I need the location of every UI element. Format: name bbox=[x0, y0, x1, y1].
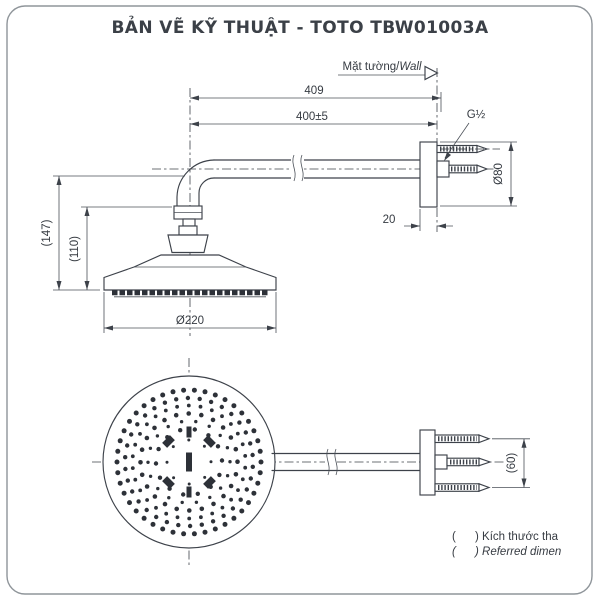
dim-60-text: (60) bbox=[506, 453, 518, 474]
wall-label-en: Wall bbox=[399, 61, 422, 73]
arrow-icon bbox=[521, 438, 527, 448]
arm-break-symbol bbox=[292, 154, 304, 182]
head-dome bbox=[103, 254, 277, 291]
arrow-icon bbox=[190, 121, 199, 127]
arrow-icon bbox=[56, 176, 62, 185]
arrow-icon bbox=[521, 478, 527, 488]
footer-notes: ( ) Kích thước tha ( ) Referred dimen bbox=[452, 531, 561, 558]
ext-147 bbox=[53, 175, 185, 291]
arm-tube bbox=[213, 159, 421, 179]
collar-notch bbox=[182, 218, 196, 227]
arrow-icon bbox=[104, 325, 113, 331]
arm-plan bbox=[271, 452, 421, 472]
page-title: BẢN VẼ KỸ THUẬT - TOTO TBW01003A bbox=[111, 15, 489, 38]
arm-plan-break-symbol bbox=[326, 448, 338, 476]
ball-joint-bell bbox=[167, 234, 209, 254]
screw-mid-tip bbox=[476, 164, 489, 174]
dim-d80-text: Ø80 bbox=[493, 163, 505, 185]
dim-110-text: (110) bbox=[69, 236, 81, 262]
elbow-outer bbox=[176, 159, 215, 207]
thread-leader-line bbox=[444, 122, 470, 159]
arrow-icon bbox=[190, 95, 199, 101]
dim-409-text: 409 bbox=[304, 85, 323, 97]
arrow-icon bbox=[508, 142, 514, 151]
thread-leader-arrow bbox=[444, 152, 451, 161]
footer-note-en: ( ) Referred dimen bbox=[452, 546, 561, 558]
wall-arrow-icon bbox=[424, 65, 439, 81]
dim-400-text: 400±5 bbox=[296, 111, 328, 123]
wall-flange bbox=[419, 141, 438, 208]
screw3-tip bbox=[478, 482, 491, 493]
arrow-icon bbox=[432, 95, 441, 101]
dim-147-text: (147) bbox=[41, 219, 53, 246]
dim-d220-text: Ø220 bbox=[176, 315, 204, 327]
thread-size-label: G½ bbox=[467, 109, 486, 121]
break-mask bbox=[325, 456, 337, 468]
arrow-icon bbox=[411, 223, 420, 229]
page-border bbox=[6, 5, 593, 595]
screw2-nut bbox=[434, 454, 448, 470]
screw-mid-shaft bbox=[448, 164, 478, 174]
arrow-icon bbox=[84, 281, 90, 290]
wall-flange-plan bbox=[419, 429, 436, 496]
dim-20-text: 20 bbox=[383, 214, 396, 226]
side-view: Mặt tường/Wall G½ bbox=[41, 61, 517, 336]
arrow-icon bbox=[267, 325, 276, 331]
ext-d220 bbox=[103, 292, 277, 333]
nozzle-pattern bbox=[114, 387, 264, 537]
elbow-inner bbox=[198, 177, 215, 207]
screw2-tip bbox=[478, 457, 492, 467]
ball-joint-nut bbox=[178, 225, 198, 236]
thread-nipple bbox=[436, 160, 450, 178]
arrow-icon bbox=[56, 281, 62, 290]
ext-d80 bbox=[440, 141, 517, 207]
break-mask bbox=[291, 158, 304, 180]
footer-note-vi: ( ) Kích thước tha bbox=[452, 531, 559, 543]
arrow-icon bbox=[428, 121, 437, 127]
arrow-icon bbox=[84, 207, 90, 216]
wall-label-vi: Mặt tường/ bbox=[343, 61, 401, 73]
bottom-view: (60) bbox=[92, 358, 530, 566]
wall-label: Mặt tường/Wall bbox=[343, 61, 422, 73]
arrow-icon bbox=[508, 197, 514, 206]
arrow-icon bbox=[437, 223, 446, 229]
screw1-tip bbox=[478, 434, 491, 444]
